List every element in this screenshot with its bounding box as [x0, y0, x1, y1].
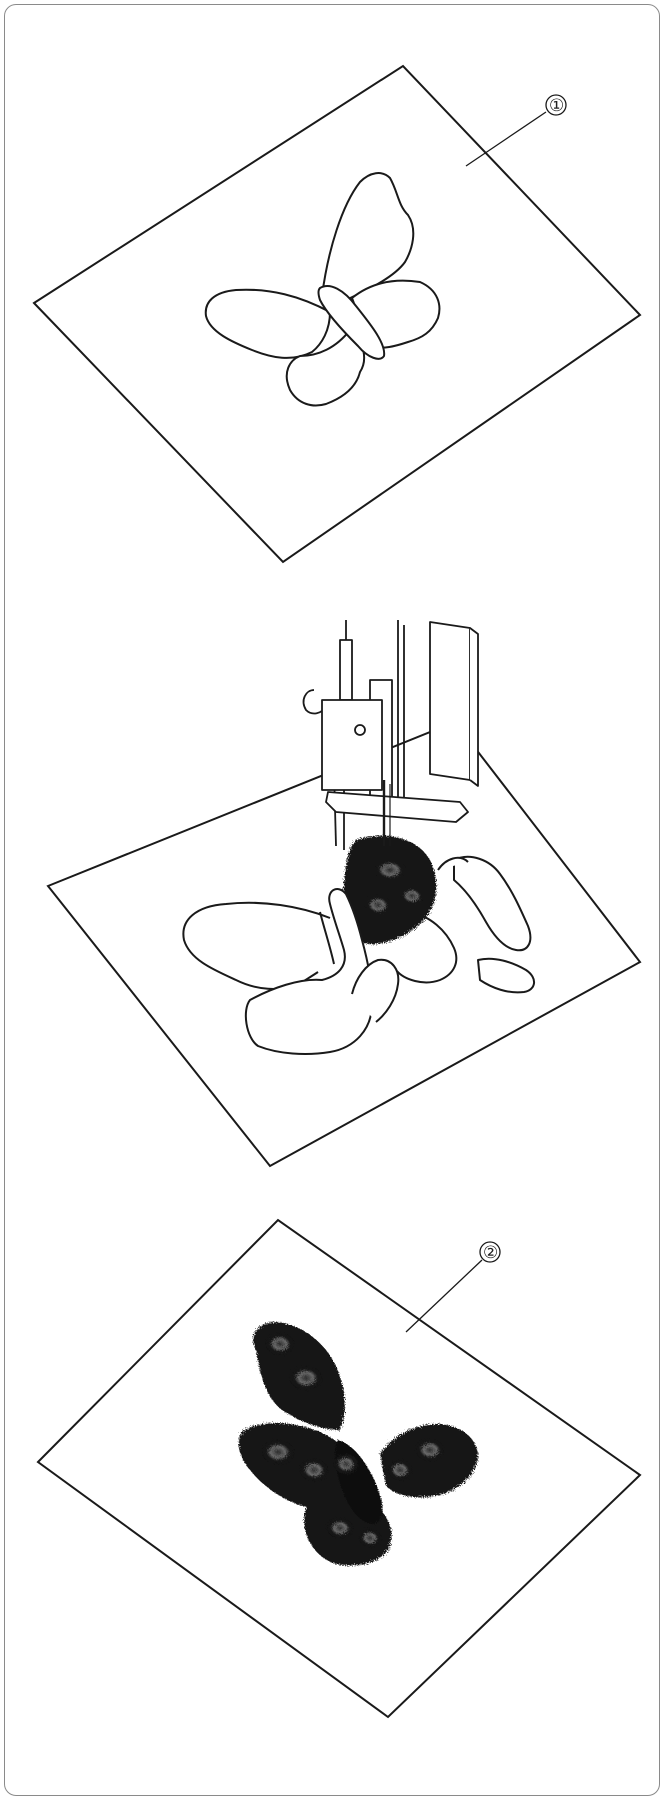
callout-label-1: ① — [549, 96, 564, 116]
callout-leader-1 — [466, 112, 546, 166]
panel-3-finished — [38, 1220, 640, 1717]
callout-label-2: ② — [483, 1243, 498, 1263]
callout-leader-2 — [406, 1260, 482, 1332]
panel-1-outline-drawing — [34, 66, 640, 562]
panel-2-stitching — [48, 620, 640, 1166]
